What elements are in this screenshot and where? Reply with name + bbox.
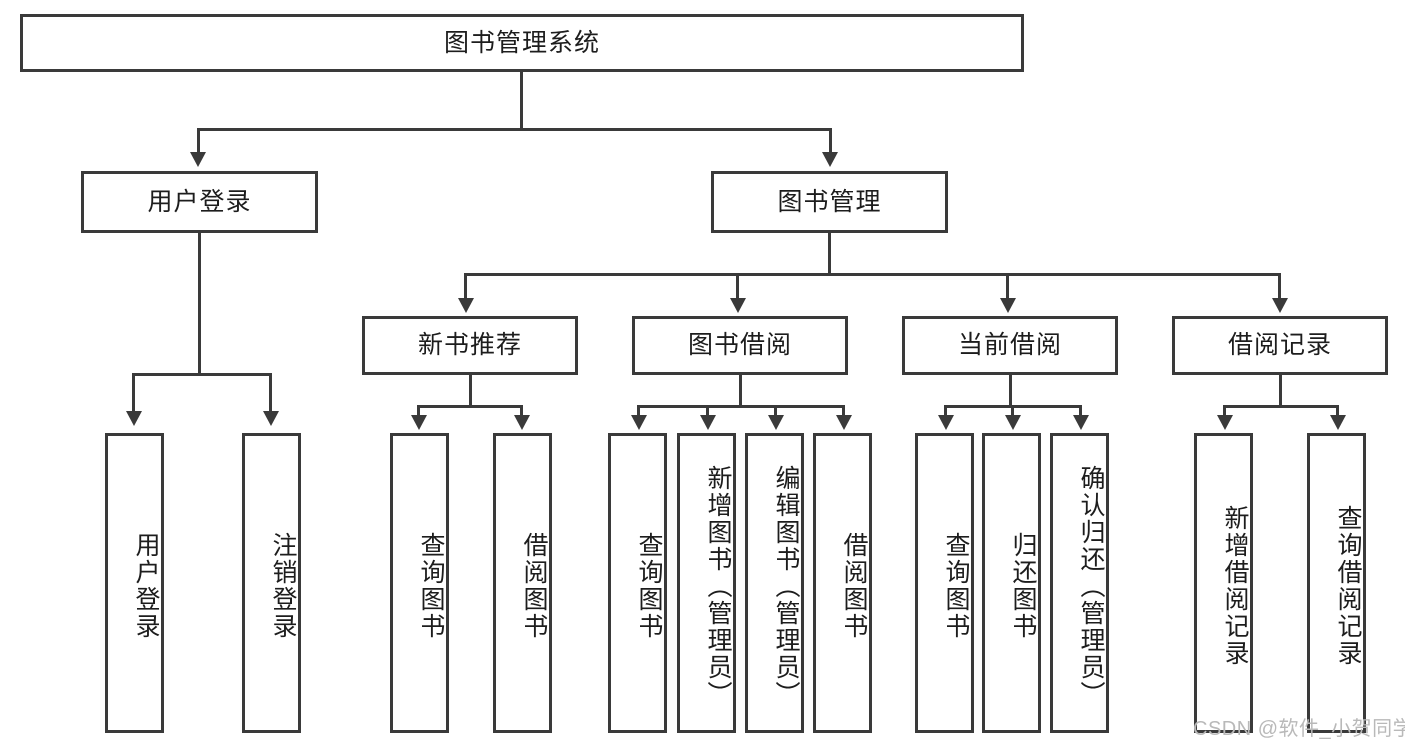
- edge-user-login-stem: [198, 233, 201, 373]
- edge-br-drop-2: [1336, 405, 1339, 419]
- node-label: 借阅图书: [520, 532, 548, 640]
- arrow-br-leaf-2-icon: [1330, 415, 1346, 430]
- node-label: 查询图书: [417, 532, 445, 640]
- edge-book-management-bus: [464, 273, 1281, 276]
- node-label: 当前借阅: [957, 331, 1062, 360]
- node-label: 新书推荐: [417, 331, 522, 360]
- node-label: 新增借阅记录: [1221, 505, 1249, 667]
- arrow-cb-leaf-2-icon: [1005, 415, 1021, 430]
- leaf-book-borrow-edit[interactable]: 编辑图书（管理员）: [745, 433, 804, 733]
- arrow-user-login-leaf-1-icon: [126, 411, 142, 426]
- edge-user-login-drop-2: [269, 373, 272, 417]
- node-new-book-recommend[interactable]: 新书推荐: [362, 316, 578, 375]
- arrow-br-leaf-1-icon: [1217, 415, 1233, 430]
- edge-bb-drop-3: [774, 405, 777, 419]
- arrow-bb-leaf-3-icon: [768, 415, 784, 430]
- node-label: 确认归还（管理员）: [1077, 464, 1105, 708]
- edge-user-login-drop-1: [132, 373, 135, 417]
- node-label: 借阅图书: [840, 532, 868, 640]
- leaf-user-login-signin[interactable]: 用户登录: [105, 433, 164, 733]
- edge-root-bus: [197, 128, 832, 131]
- arrow-bb-leaf-4-icon: [836, 415, 852, 430]
- edge-bm-drop-3: [1006, 273, 1009, 305]
- edge-bm-drop-1: [464, 273, 467, 305]
- edge-bm-drop-2: [736, 273, 739, 305]
- arrow-to-user-login-icon: [190, 152, 206, 167]
- arrow-to-current-borrow-icon: [1000, 298, 1016, 313]
- edge-bb-drop-1: [637, 405, 640, 419]
- node-label: 编辑图书（管理员）: [772, 464, 800, 708]
- leaf-current-borrow-return[interactable]: 归还图书: [982, 433, 1041, 733]
- edge-nbr-stem: [469, 375, 472, 405]
- arrow-user-login-leaf-2-icon: [263, 411, 279, 426]
- node-label: 图书管理: [777, 187, 882, 216]
- leaf-new-book-recommend-borrow[interactable]: 借阅图书: [493, 433, 552, 733]
- arrow-nbr-leaf-1-icon: [411, 415, 427, 430]
- node-book-borrow[interactable]: 图书借阅: [632, 316, 848, 375]
- node-root-book-management-system[interactable]: 图书管理系统: [20, 14, 1024, 72]
- edge-user-login-bus: [132, 373, 272, 376]
- node-label: 用户登录: [147, 187, 252, 216]
- leaf-borrow-record-add[interactable]: 新增借阅记录: [1194, 433, 1253, 733]
- arrow-to-new-book-recommend-icon: [458, 298, 474, 313]
- edge-br-bus: [1223, 405, 1339, 408]
- edge-bb-drop-2: [706, 405, 709, 419]
- node-label: 新增图书（管理员）: [704, 464, 732, 708]
- node-borrow-record[interactable]: 借阅记录: [1172, 316, 1388, 375]
- node-label: 归还图书: [1009, 532, 1037, 640]
- arrow-bb-leaf-2-icon: [700, 415, 716, 430]
- edge-cb-stem: [1009, 375, 1012, 405]
- leaf-borrow-record-query[interactable]: 查询借阅记录: [1307, 433, 1366, 733]
- arrow-to-book-borrow-icon: [730, 298, 746, 313]
- node-label: 图书借阅: [687, 331, 792, 360]
- node-user-login[interactable]: 用户登录: [81, 171, 318, 233]
- edge-book-management-stem: [828, 233, 831, 273]
- arrow-bb-leaf-1-icon: [631, 415, 647, 430]
- node-label: 借阅记录: [1227, 331, 1332, 360]
- leaf-current-borrow-confirm-return[interactable]: 确认归还（管理员）: [1050, 433, 1109, 733]
- edge-root-stem: [520, 72, 523, 128]
- leaf-book-borrow-add[interactable]: 新增图书（管理员）: [677, 433, 736, 733]
- edge-cb-drop-2: [1011, 405, 1014, 419]
- node-current-borrow[interactable]: 当前借阅: [902, 316, 1118, 375]
- node-label: 查询借阅记录: [1334, 505, 1362, 667]
- edge-bb-bus: [637, 405, 843, 408]
- watermark-text: CSDN @软件_小贺同学: [1193, 718, 1405, 740]
- edge-root-to-user-login: [197, 128, 200, 156]
- leaf-current-borrow-query[interactable]: 查询图书: [915, 433, 974, 733]
- edge-br-stem: [1279, 375, 1282, 405]
- leaf-book-borrow-query[interactable]: 查询图书: [608, 433, 667, 733]
- edge-cb-drop-3: [1079, 405, 1082, 419]
- leaf-new-book-recommend-query[interactable]: 查询图书: [390, 433, 449, 733]
- arrow-cb-leaf-1-icon: [938, 415, 954, 430]
- edge-nbr-bus: [417, 405, 523, 408]
- node-label: 查询图书: [635, 532, 663, 640]
- node-label: 注销登录: [269, 532, 297, 640]
- node-book-management[interactable]: 图书管理: [711, 171, 948, 233]
- edge-nbr-drop-2: [520, 405, 523, 419]
- leaf-user-login-signout[interactable]: 注销登录: [242, 433, 301, 733]
- edge-cb-drop-1: [944, 405, 947, 419]
- arrow-nbr-leaf-2-icon: [514, 415, 530, 430]
- edge-bb-drop-4: [842, 405, 845, 419]
- edge-root-to-book-management: [829, 128, 832, 156]
- edge-br-drop-1: [1223, 405, 1226, 419]
- leaf-book-borrow-borrow[interactable]: 借阅图书: [813, 433, 872, 733]
- node-label: 查询图书: [942, 532, 970, 640]
- edge-nbr-drop-1: [417, 405, 420, 419]
- arrow-to-book-management-icon: [822, 152, 838, 167]
- arrow-cb-leaf-3-icon: [1073, 415, 1089, 430]
- node-label: 用户登录: [132, 532, 160, 640]
- arrow-to-borrow-record-icon: [1272, 298, 1288, 313]
- node-label: 图书管理系统: [443, 28, 600, 57]
- edge-bm-drop-4: [1278, 273, 1281, 305]
- edge-bb-stem: [739, 375, 742, 405]
